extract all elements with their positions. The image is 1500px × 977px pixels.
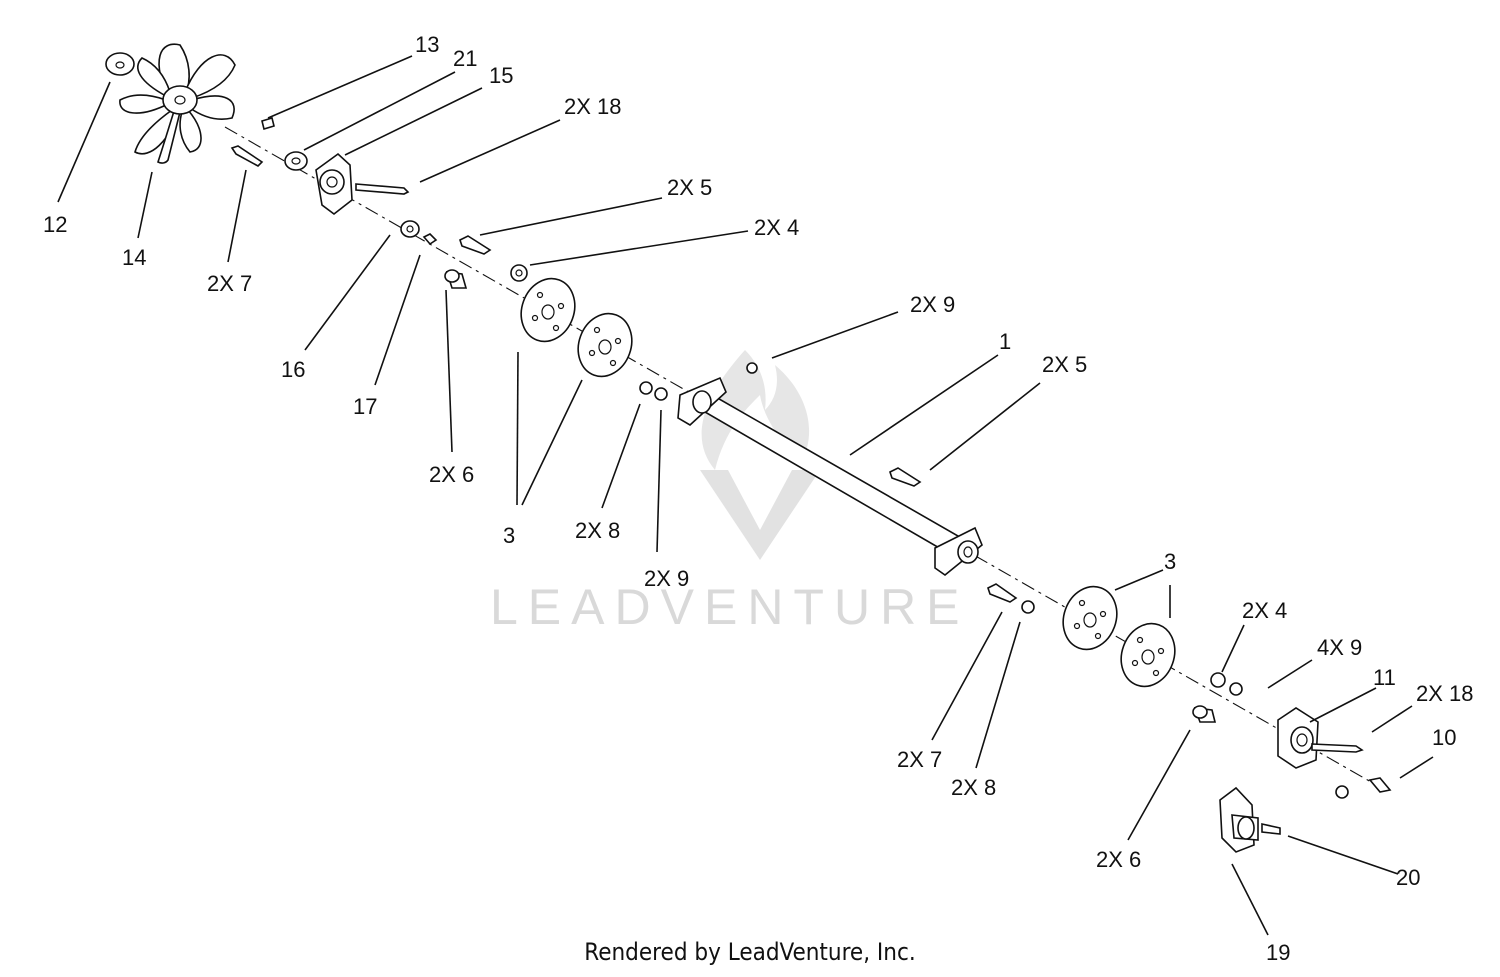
callout-10: 10 [1432,725,1456,750]
callout-11: 11 [1373,665,1396,690]
callout-labels: 12 14 13 21 15 2X 18 2X 7 16 17 2X 5 2X … [43,32,1474,965]
bolt-top [459,235,492,255]
callout-2x9-mid: 2X 9 [644,566,689,591]
callout-17: 17 [353,394,377,419]
nut-right [1229,682,1243,696]
bolt-17 [422,233,438,246]
callout-2x4-top: 2X 4 [754,215,799,240]
callout-21: 21 [453,46,477,71]
callout-12: 12 [43,212,67,237]
coupling-disc-right-a [1062,585,1118,651]
pin-10 [1368,777,1392,793]
bearing-flange-right [1277,707,1319,769]
callout-16: 16 [281,357,305,382]
credit-line: Rendered by LeadVenture, Inc. [584,938,916,966]
watermark-brand-text: LEADVENTURE [490,579,970,635]
watermark: LEADVENTURE [490,350,970,635]
bolt-mid [889,467,922,487]
callout-2x8-left: 2X 8 [575,518,620,543]
nut-upper [746,362,758,374]
callout-20: 20 [1396,865,1420,890]
key-part [261,116,275,131]
spacer-left [444,269,468,289]
callout-2x5-mid: 2X 5 [1042,352,1087,377]
screw-top [355,183,410,195]
fan-cap-washer [105,52,135,76]
callout-19: 19 [1266,940,1290,965]
nut-left [654,387,668,401]
callout-2x5-top: 2X 5 [667,175,712,200]
coupling-disc-right-b [1120,622,1176,688]
fan-blade-assembly [119,43,236,164]
callout-3-left: 3 [503,523,515,548]
screw-right [1311,743,1364,753]
coupling-disc-left-a [520,277,576,343]
stub-shaft-flange [1219,786,1259,853]
callout-2x7-left: 2X 7 [207,271,252,296]
leader-lines [57,55,1434,936]
callout-2x6-right: 2X 6 [1096,847,1141,872]
lock-washer-left [639,381,653,395]
bushing-right [1210,672,1226,688]
washer-right [1021,600,1035,614]
bolt-right [987,583,1018,603]
key-20 [1261,823,1281,835]
bearing-flange-left [315,152,353,216]
callout-15: 15 [489,63,513,88]
callout-13: 13 [415,32,439,57]
callout-3-right: 3 [1164,549,1176,574]
callout-2x6-left: 2X 6 [429,462,474,487]
callout-2x9-top: 2X 9 [910,292,955,317]
callout-2x18-right: 2X 18 [1416,681,1474,706]
callout-4x9: 4X 9 [1317,635,1362,660]
callout-2x8-right: 2X 8 [951,775,996,800]
callout-1: 1 [999,329,1011,354]
watermark-v-icon [700,470,820,560]
main-shaft [677,376,983,577]
spacer-right [1192,705,1217,723]
bolt-left [230,145,264,167]
callout-2x7-right: 2X 7 [897,747,942,772]
callout-2x18-top: 2X 18 [564,94,622,119]
coupling-disc-left-b [577,312,633,378]
nut-bottom [1335,785,1349,799]
callout-2x4-right: 2X 4 [1242,598,1287,623]
bushing-top [510,264,528,282]
callout-14: 14 [122,245,146,270]
